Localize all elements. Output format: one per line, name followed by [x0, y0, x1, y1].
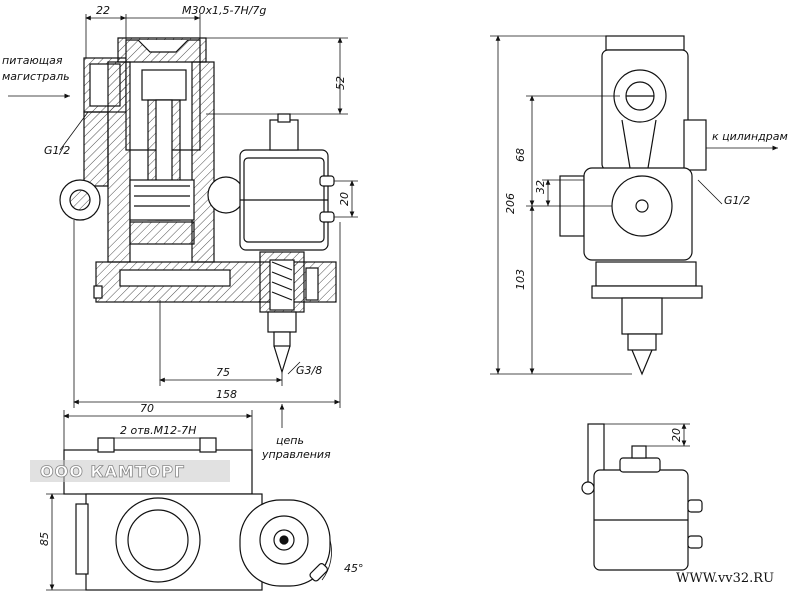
dim-206: 206 — [504, 193, 517, 214]
dim-75: 75 — [216, 366, 230, 379]
thread-m30: M30x1,5-7H/7g — [182, 4, 266, 17]
dim-45: 45° — [344, 562, 364, 575]
top-view-annotations — [46, 410, 332, 591]
dim-32: 32 — [534, 180, 547, 194]
side-view — [559, 35, 707, 376]
control-label-2: управления — [261, 448, 331, 461]
dim-22: 22 — [96, 4, 110, 17]
dim-70: 70 — [140, 402, 154, 415]
side-view-annotations — [490, 35, 778, 375]
dim-158: 158 — [216, 388, 237, 401]
dim-85: 85 — [38, 532, 51, 546]
dim-103: 103 — [514, 269, 527, 290]
thread-g12-right: G1/2 — [724, 194, 750, 207]
dim-68: 68 — [514, 148, 527, 162]
solenoid-view — [581, 423, 703, 571]
dim-52: 52 — [334, 76, 347, 90]
supply-line-label-1: питающая — [2, 54, 63, 67]
control-label-1: цепь — [276, 434, 304, 447]
site-url: WWW.vv32.RU — [676, 571, 774, 586]
top-view — [63, 437, 331, 591]
watermark: ООО КАМТОРГ — [40, 462, 185, 481]
solenoid-annotations — [604, 423, 690, 447]
front-view-annotations — [8, 14, 358, 428]
supply-line-label-2: магистраль — [2, 70, 70, 83]
thread-g38: G3/8 — [296, 364, 322, 377]
front-section-view — [59, 37, 337, 375]
dim-20-top: 20 — [338, 192, 351, 206]
watermark-band — [30, 460, 230, 482]
holes-label: 2 отв.M12-7H — [120, 424, 196, 437]
thread-g12-left: G1/2 — [44, 144, 70, 157]
dim-20-bottom: 20 — [670, 428, 683, 442]
to-cylinders-label: к цилиндрам — [712, 130, 788, 143]
